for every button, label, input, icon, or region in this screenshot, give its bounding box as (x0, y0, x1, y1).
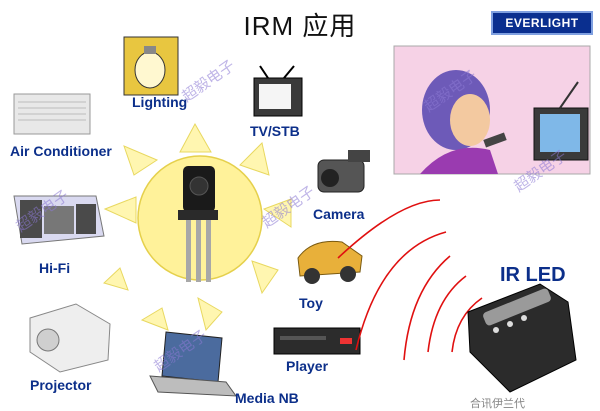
camera-icon (318, 150, 370, 192)
sun-ray (180, 124, 211, 152)
player-icon (274, 328, 360, 354)
sun-ray (198, 298, 222, 330)
ir-signal-arcs (338, 200, 482, 360)
air-conditioner-icon (14, 94, 90, 134)
label-player: Player (286, 358, 328, 374)
toy-car-icon (298, 241, 362, 284)
label-toy: Toy (299, 295, 323, 311)
label-air-conditioner: Air Conditioner (10, 143, 112, 159)
sun-ray (142, 308, 168, 330)
label-camera: Camera (313, 206, 364, 222)
remote-in-hand-icon (468, 284, 576, 392)
label-tv-stb: TV/STB (250, 123, 300, 139)
label-hifi: Hi-Fi (39, 260, 70, 276)
sun-ray (252, 261, 278, 293)
label-ir-led: IR LED (500, 264, 566, 287)
sun-ray (124, 146, 157, 175)
label-lighting: Lighting (132, 94, 187, 110)
sun-ray (104, 268, 128, 290)
lighting-bulb-icon (124, 37, 178, 95)
label-media-nb: Media NB (235, 390, 299, 406)
projector-icon (30, 304, 110, 372)
tv-icon (254, 66, 302, 116)
sun-ray (105, 197, 136, 223)
label-projector: Projector (30, 377, 91, 393)
sun-ray (240, 143, 269, 175)
footer-text: 合讯伊兰代 (470, 395, 600, 411)
